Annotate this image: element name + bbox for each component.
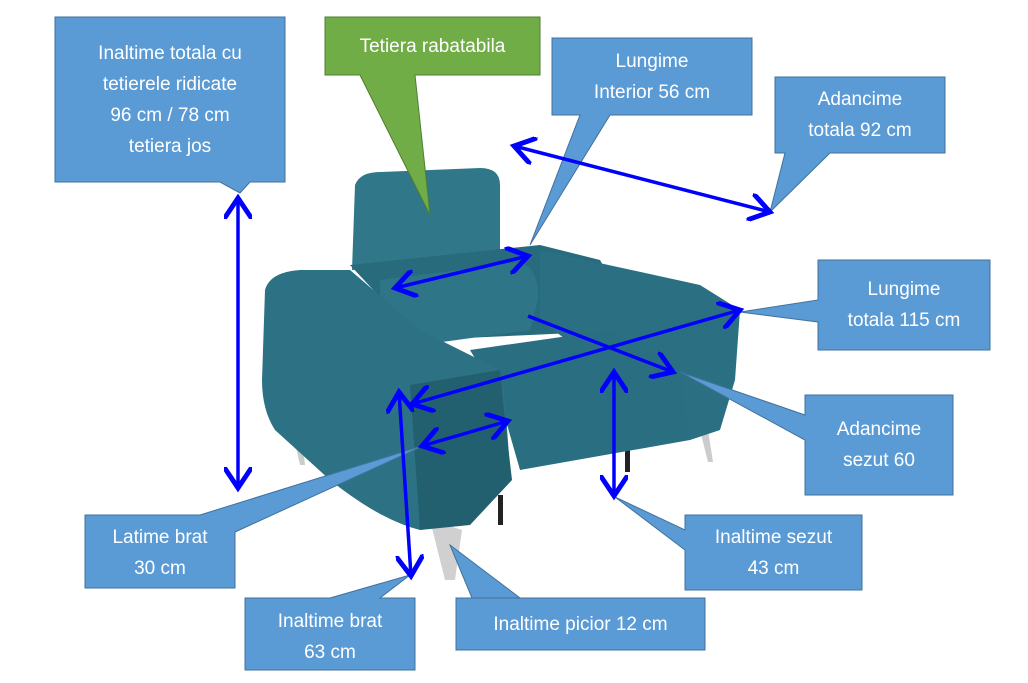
headrest: [352, 168, 500, 270]
arrow-seat-depth: [527, 314, 673, 372]
dimension-arrows: [238, 146, 770, 576]
arrow-arm-width: [422, 421, 508, 446]
headrest-label: Tetiera rabatabila: [359, 35, 506, 57]
callout-arm-width: [84, 444, 426, 589]
arm-height-label: Inaltime brat 63 cm: [277, 610, 383, 663]
chair-leg: [430, 520, 462, 580]
chair-leg: [700, 430, 713, 462]
arrow-inner-length: [395, 256, 528, 288]
callout-total-length: [739, 259, 991, 351]
seat-height-label: Inaltime sezut 43 cm: [714, 526, 833, 579]
chair-leg: [625, 450, 630, 472]
arrow-total-depth: [514, 146, 770, 212]
callout-leg-height: [448, 543, 706, 651]
armchair-image: [262, 168, 740, 580]
arm-width-label: Latime brat 30 cm: [112, 527, 208, 579]
total-height-label: Inaltime totala cu tetierele ridicate 96…: [98, 43, 242, 157]
chair-leg: [498, 495, 503, 525]
left-arm-front: [410, 370, 512, 530]
inner-length-label: Lungime Interior 56 cm: [593, 50, 711, 103]
total-length-label: Lungime totala 115 cm: [847, 279, 961, 331]
callout-headrest: [324, 16, 541, 216]
callout-seat-height: [614, 496, 863, 591]
callout-total-depth: [769, 76, 946, 214]
arrow-arm-height: [399, 392, 411, 576]
callout-total-height: [54, 16, 286, 194]
seat-depth-label: Adancime sezut 60: [836, 419, 922, 471]
callout-seat-depth: [679, 371, 954, 496]
arrow-total-length: [412, 310, 740, 404]
callout-shapes: [54, 16, 991, 671]
callout-arm-height: [244, 574, 416, 671]
leg-height-label: Inaltime picior 12 cm: [493, 613, 668, 635]
total-depth-label: Adancime totala 92 cm: [808, 89, 912, 141]
